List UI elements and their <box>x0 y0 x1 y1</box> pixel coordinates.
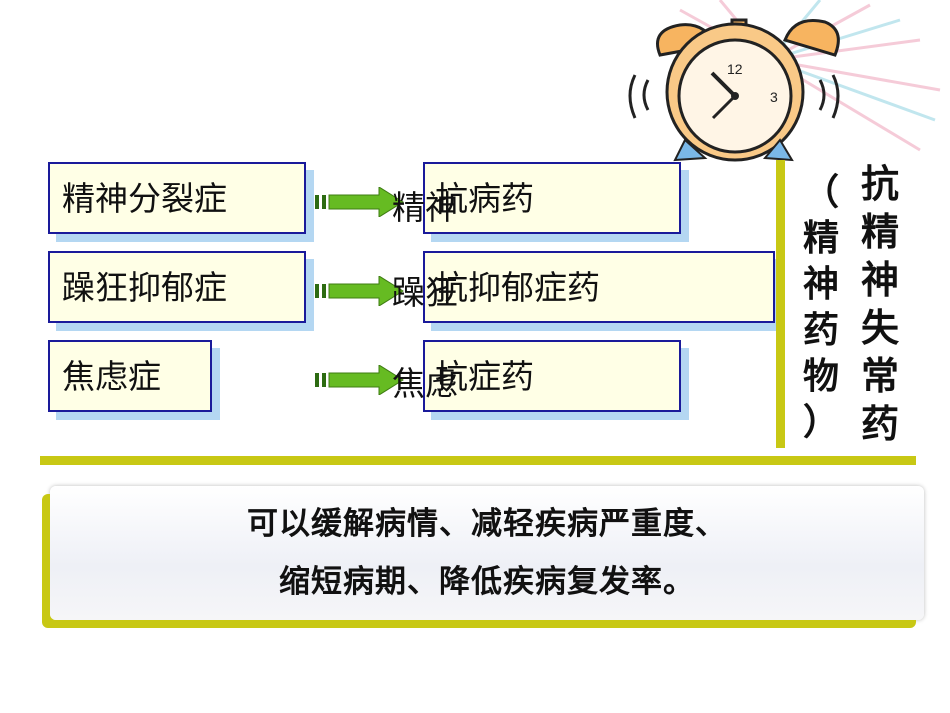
clock-number-3: 3 <box>770 89 778 105</box>
drug-label-head: 抗 <box>435 178 468 218</box>
disease-label: 焦虑症 <box>62 356 161 396</box>
clock-number-12: 12 <box>727 61 743 77</box>
vertical-subtitle: （ 精 神 药 物 ） <box>798 170 844 446</box>
drug-label-tail: 抑郁症药 <box>468 267 600 307</box>
disease-label: 精神分裂症 <box>62 178 227 218</box>
drug-box-anxiolytic: 抗症药 <box>423 340 681 412</box>
drug-box-antipsychotic: 抗病药 <box>423 162 681 234</box>
vertical-char: 抗 <box>860 162 899 206</box>
vertical-title: 抗 精 神 失 常 药 <box>855 160 905 448</box>
banner-line-1: 可以缓解病情、减轻疾病严重度、 <box>247 506 727 542</box>
vertical-char: 精 <box>860 210 899 254</box>
arrow-right-icon <box>315 187 404 217</box>
vertical-char: 精 <box>802 218 839 259</box>
overlap-text: 精神 <box>392 188 458 227</box>
vertical-char: （ <box>802 172 839 213</box>
overlap-text: 躁狂 <box>392 273 458 312</box>
horizontal-divider <box>40 456 916 465</box>
vertical-char: 药 <box>860 402 899 446</box>
drug-label-head: 抗 <box>435 267 468 307</box>
overlap-text: 焦虑 <box>392 364 458 403</box>
vertical-char: 常 <box>860 354 899 398</box>
drug-label-tail: 症药 <box>468 356 534 396</box>
summary-banner: 可以缓解病情、减轻疾病严重度、 缩短病期、降低疾病复发率。 <box>50 486 924 620</box>
disease-box-manic-depression: 躁狂抑郁症 <box>48 251 306 323</box>
arrow-right-icon <box>315 365 404 395</box>
vertical-char: 神 <box>802 264 839 305</box>
vertical-char: 药 <box>802 310 839 351</box>
drug-label-tail: 病药 <box>468 178 534 218</box>
vertical-char: ） <box>802 402 839 443</box>
disease-box-anxiety: 焦虑症 <box>48 340 212 412</box>
vertical-char: 失 <box>860 306 899 350</box>
alarm-clock-icon: 12 3 <box>628 0 941 162</box>
disease-box-schizophrenia: 精神分裂症 <box>48 162 306 234</box>
vertical-accent-bar <box>776 160 785 448</box>
vertical-char: 神 <box>860 258 899 302</box>
drug-box-antidepressant: 抗抑郁症药 <box>423 251 775 323</box>
arrow-right-icon <box>315 276 404 306</box>
drug-label-head: 抗 <box>435 356 468 396</box>
disease-label: 躁狂抑郁症 <box>62 267 227 307</box>
vertical-char: 物 <box>802 356 839 397</box>
banner-line-2: 缩短病期、降低疾病复发率。 <box>279 564 695 600</box>
